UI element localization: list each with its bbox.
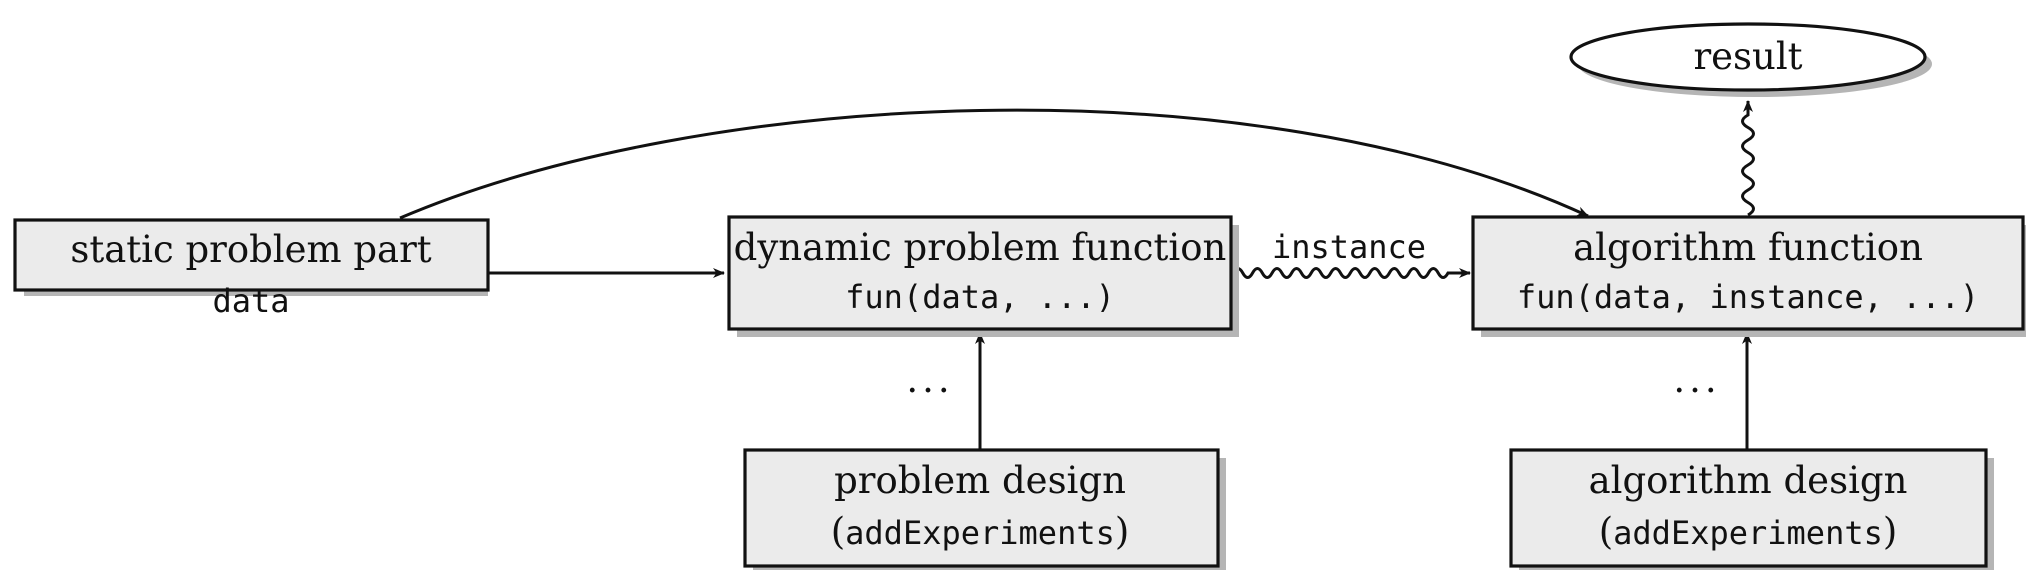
instance-label: instance (1272, 228, 1426, 266)
dynamic-problem-node: dynamic problem function fun(data, ...) (727, 215, 1239, 337)
algorithm-design-code: addExperiments (1613, 514, 1883, 552)
static-problem-title: static problem part (70, 228, 431, 271)
result-node: result (1569, 22, 1932, 97)
edge-dynamic-to-algorithm-wavy (1231, 267, 1471, 279)
algorithm-design-node: algorithm design (addExperiments) (1509, 448, 1994, 570)
algorithm-function-title: algorithm function (1573, 226, 1923, 269)
algorithm-design-code-line: (addExperiments) (1599, 510, 1898, 553)
result-label: result (1693, 35, 1802, 78)
algorithm-design-paren-open: ( (1599, 510, 1613, 553)
problem-design-paren-open: ( (831, 510, 845, 553)
problem-design-code-line: (addExperiments) (831, 510, 1130, 553)
problem-design-node: problem design (addExperiments) (743, 448, 1226, 570)
dynamic-problem-title: dynamic problem function (734, 226, 1227, 269)
edge-algorithm-to-result-wavy (1741, 100, 1755, 217)
edge-static-to-algorithm (399, 108, 1589, 220)
algorithm-design-paren-close: ) (1883, 510, 1897, 553)
algorithm-function-node: algorithm function fun(data, instance, .… (1471, 215, 2026, 337)
algorithm-design-title: algorithm design (1589, 459, 1908, 502)
problem-design-title: problem design (834, 459, 1126, 502)
problem-design-paren-close: ) (1115, 510, 1129, 553)
dynamic-problem-code: fun(data, ...) (845, 278, 1115, 316)
static-problem-node: static problem part data (13, 218, 490, 320)
ellipsis-problem: ... (906, 358, 953, 401)
ellipsis-algorithm: ... (1673, 358, 1720, 401)
algorithm-function-code: fun(data, instance, ...) (1517, 278, 1979, 316)
static-problem-code: data (212, 282, 289, 320)
problem-design-code: addExperiments (845, 514, 1115, 552)
